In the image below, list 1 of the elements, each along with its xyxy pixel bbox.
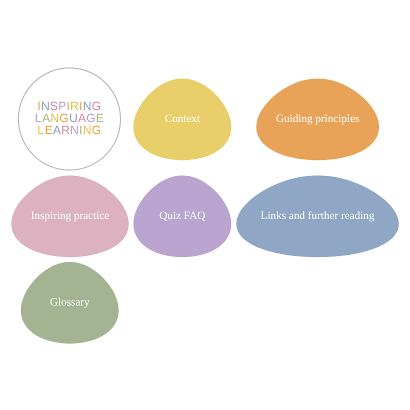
node-circle: INSPIRING LANGUAGE LEARNING [18,66,122,170]
